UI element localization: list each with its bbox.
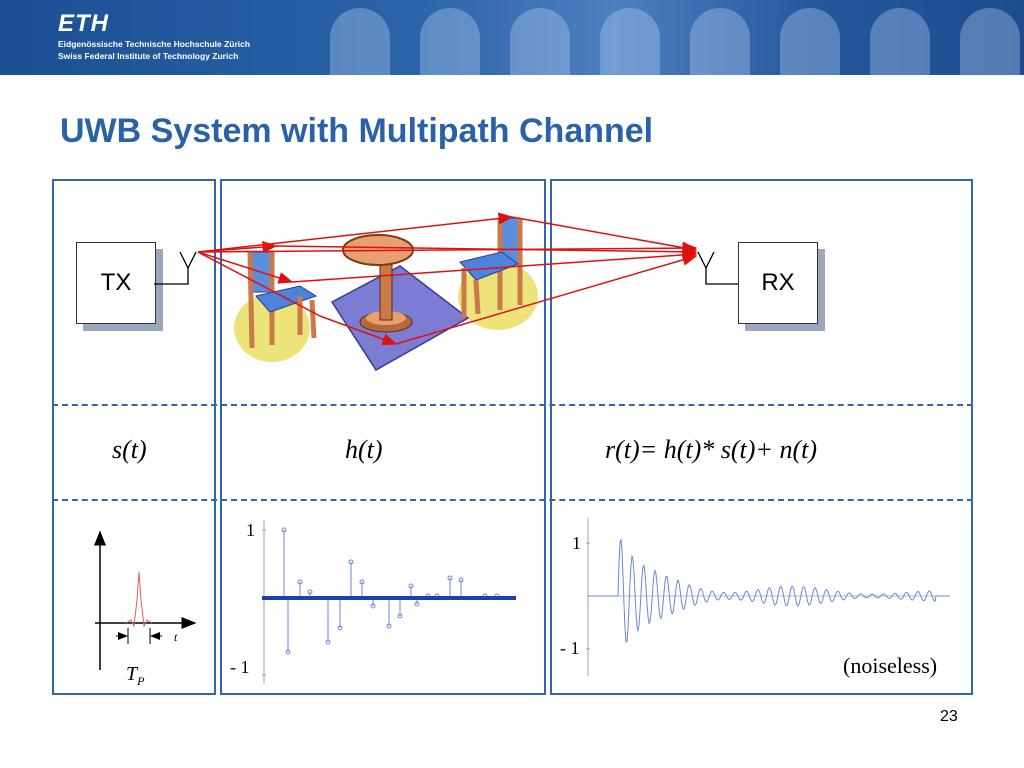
pulse-t-label: t	[174, 630, 178, 644]
page-number: 23	[940, 708, 958, 725]
impulse-tap-head	[370, 603, 376, 609]
received-signal-plot	[586, 518, 950, 676]
impulse-tap-head	[285, 649, 291, 655]
banner-arch	[960, 8, 1020, 75]
ray-direct	[197, 242, 698, 255]
h-ytick-bottom: - 1	[230, 657, 250, 677]
panel-transmitter	[52, 179, 216, 695]
formula-s: s(t)	[112, 435, 147, 464]
impulse-tap-head	[297, 579, 303, 585]
banner-arch	[780, 8, 840, 75]
impulse-tap-head	[307, 589, 313, 595]
institution-name-de: Eidgenössische Technische Hochschule Zür…	[58, 39, 251, 49]
multipath-rays	[197, 212, 698, 345]
pulse-width-symbol: T	[126, 663, 138, 685]
noiseless-note: (noiseless)	[843, 653, 938, 678]
impulse-tap-head	[408, 583, 414, 589]
panel-channel	[220, 179, 546, 695]
channel-impulse-plot	[262, 520, 516, 684]
impulse-tap-head	[337, 625, 343, 631]
rx-box: RX	[738, 242, 818, 324]
header-banner: ETH Eidgenössische Technische Hochschule…	[0, 0, 1024, 75]
impulse-tap-head	[281, 527, 287, 533]
pulse-width-label: TP	[126, 663, 144, 689]
banner-arch	[330, 8, 390, 75]
h-ytick-top: 1	[246, 520, 255, 540]
impulse-tap-head	[414, 601, 420, 607]
pulse-width-subscript: P	[137, 674, 145, 688]
ray-chair-right	[197, 212, 514, 253]
rx-antenna-icon	[697, 251, 738, 285]
banner-arch	[420, 8, 480, 75]
r-waveform	[588, 538, 950, 643]
panel-receiver	[550, 179, 973, 695]
ray-seat	[197, 251, 294, 284]
rx-label: RX	[761, 269, 795, 296]
formula-r: r(t)= h(t)* s(t)+ n(t)	[605, 435, 817, 464]
impulse-tap-head	[397, 613, 403, 619]
tx-antenna-icon	[154, 251, 197, 285]
impulse-tap-head	[386, 623, 392, 629]
r-ytick-bottom: - 1	[560, 638, 580, 658]
banner-arch	[690, 8, 750, 75]
dashed-divider-bottom	[52, 499, 973, 501]
banner-arch	[870, 8, 930, 75]
ray-chair-left	[197, 241, 278, 254]
impulse-tap-head	[348, 559, 354, 565]
tx-box: TX	[76, 242, 156, 324]
ray-floor	[197, 251, 321, 317]
tx-label: TX	[100, 269, 132, 296]
impulse-tap-head	[325, 639, 331, 645]
impulse-tap-head	[458, 577, 464, 583]
eth-logo: ETH	[58, 10, 109, 37]
impulse-tap-head	[447, 575, 453, 581]
impulse-tap-head	[359, 579, 365, 585]
banner-arch	[510, 8, 570, 75]
dashed-divider-top	[52, 404, 973, 406]
pulse-waveform	[125, 571, 153, 628]
institution-name-en: Swiss Federal Institute of Technology Zu…	[58, 51, 239, 61]
slide-title: UWB System with Multipath Channel	[60, 112, 654, 150]
banner-arch	[600, 8, 660, 75]
pulse-plot	[94, 530, 197, 670]
formula-h: h(t)	[345, 435, 383, 464]
r-ytick-top: 1	[572, 533, 581, 553]
